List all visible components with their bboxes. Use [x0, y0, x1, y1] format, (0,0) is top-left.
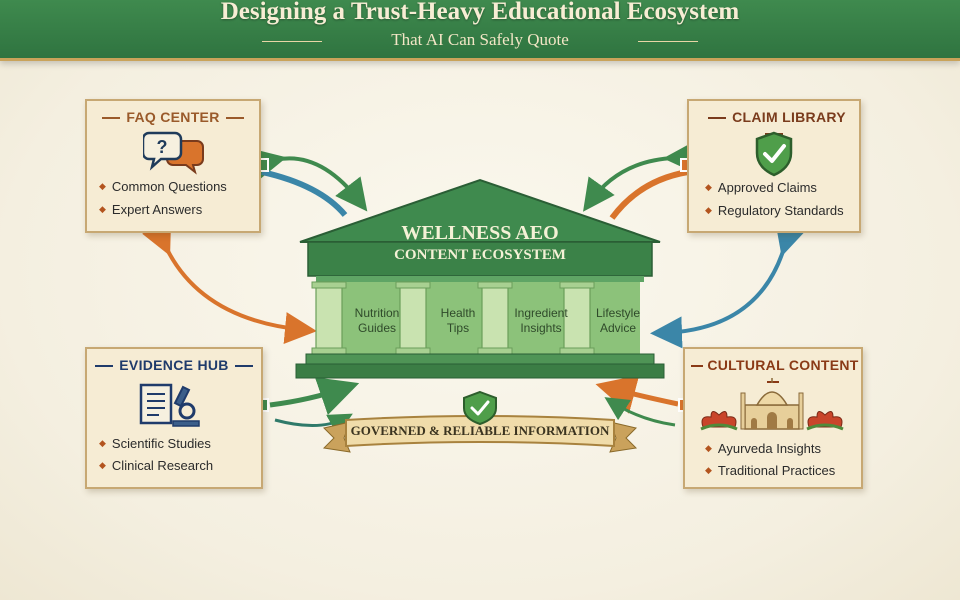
- claims-item-2: ◆Regulatory Standards: [705, 203, 844, 218]
- claims-arrow-blue: [650, 221, 807, 349]
- faq-center-heading: FAQ CENTER: [87, 109, 259, 125]
- evidence-hub-heading: EVIDENCE HUB: [87, 357, 261, 373]
- faq-item-1: ◆Common Questions: [99, 179, 227, 194]
- ecosystem-title-line2: CONTENT ECOSYSTEM: [394, 247, 566, 263]
- cultural-content-card: CULTURAL CONTENT ◆Ayurveda Insights ◆Tra…: [683, 347, 863, 489]
- document-microscope-icon: [139, 383, 200, 427]
- faq-item-2: ◆Expert Answers: [99, 202, 203, 217]
- evidence-arrow-teal: [274, 413, 353, 436]
- page-subtitle: That AI Can Safely Quote: [391, 30, 569, 49]
- evidence-arrow-green: [269, 377, 360, 416]
- faq-center-card: FAQ CENTER ? ◆Common Questions ◆Expert A…: [85, 99, 261, 233]
- cultural-content-heading: CULTURAL CONTENT: [685, 357, 861, 389]
- claims-arrow-green: [583, 141, 696, 212]
- ecosystem-temple: [295, 178, 665, 379]
- subtitle-rule-right: [638, 41, 698, 42]
- faq-arrow-green: [252, 148, 368, 212]
- claim-library-card: CLAIM LIBRARY ◆Approved Claims ◆Regulato…: [687, 99, 861, 233]
- evidence-hub-card: EVIDENCE HUB ◆Scientific Studies ◆Clinic…: [85, 347, 263, 489]
- cultural-arrow-orange: [595, 375, 679, 414]
- subtitle-rule-left: [262, 41, 322, 42]
- check-shield-icon: [755, 131, 793, 177]
- governed-ribbon: [322, 390, 638, 453]
- ecosystem-title-line1: WELLNESS AEO: [401, 222, 559, 244]
- evidence-item-1: ◆Scientific Studies: [99, 436, 211, 451]
- cultural-item-1: ◆Ayurveda Insights: [705, 441, 822, 456]
- faq-arrow-blue: [261, 169, 348, 217]
- palace-lotus-icon: [700, 378, 844, 431]
- chat-bubbles-icon: ?: [143, 131, 204, 175]
- claims-arrow-orange: [609, 169, 689, 220]
- faq-arrow-orange: [142, 220, 317, 345]
- title-banner: Designing a Trust-Heavy Educational Ecos…: [0, 0, 960, 61]
- svg-text:?: ?: [157, 137, 168, 157]
- governed-ribbon-label: GOVERNED & RELIABLE INFORMATION: [350, 423, 610, 438]
- claims-item-1: ◆Approved Claims: [705, 180, 817, 195]
- evidence-item-2: ◆Clinical Research: [99, 458, 214, 473]
- cultural-arrow-green: [604, 397, 676, 427]
- cultural-item-2: ◆Traditional Practices: [705, 463, 836, 478]
- page-title: Designing a Trust-Heavy Educational Ecos…: [220, 0, 740, 25]
